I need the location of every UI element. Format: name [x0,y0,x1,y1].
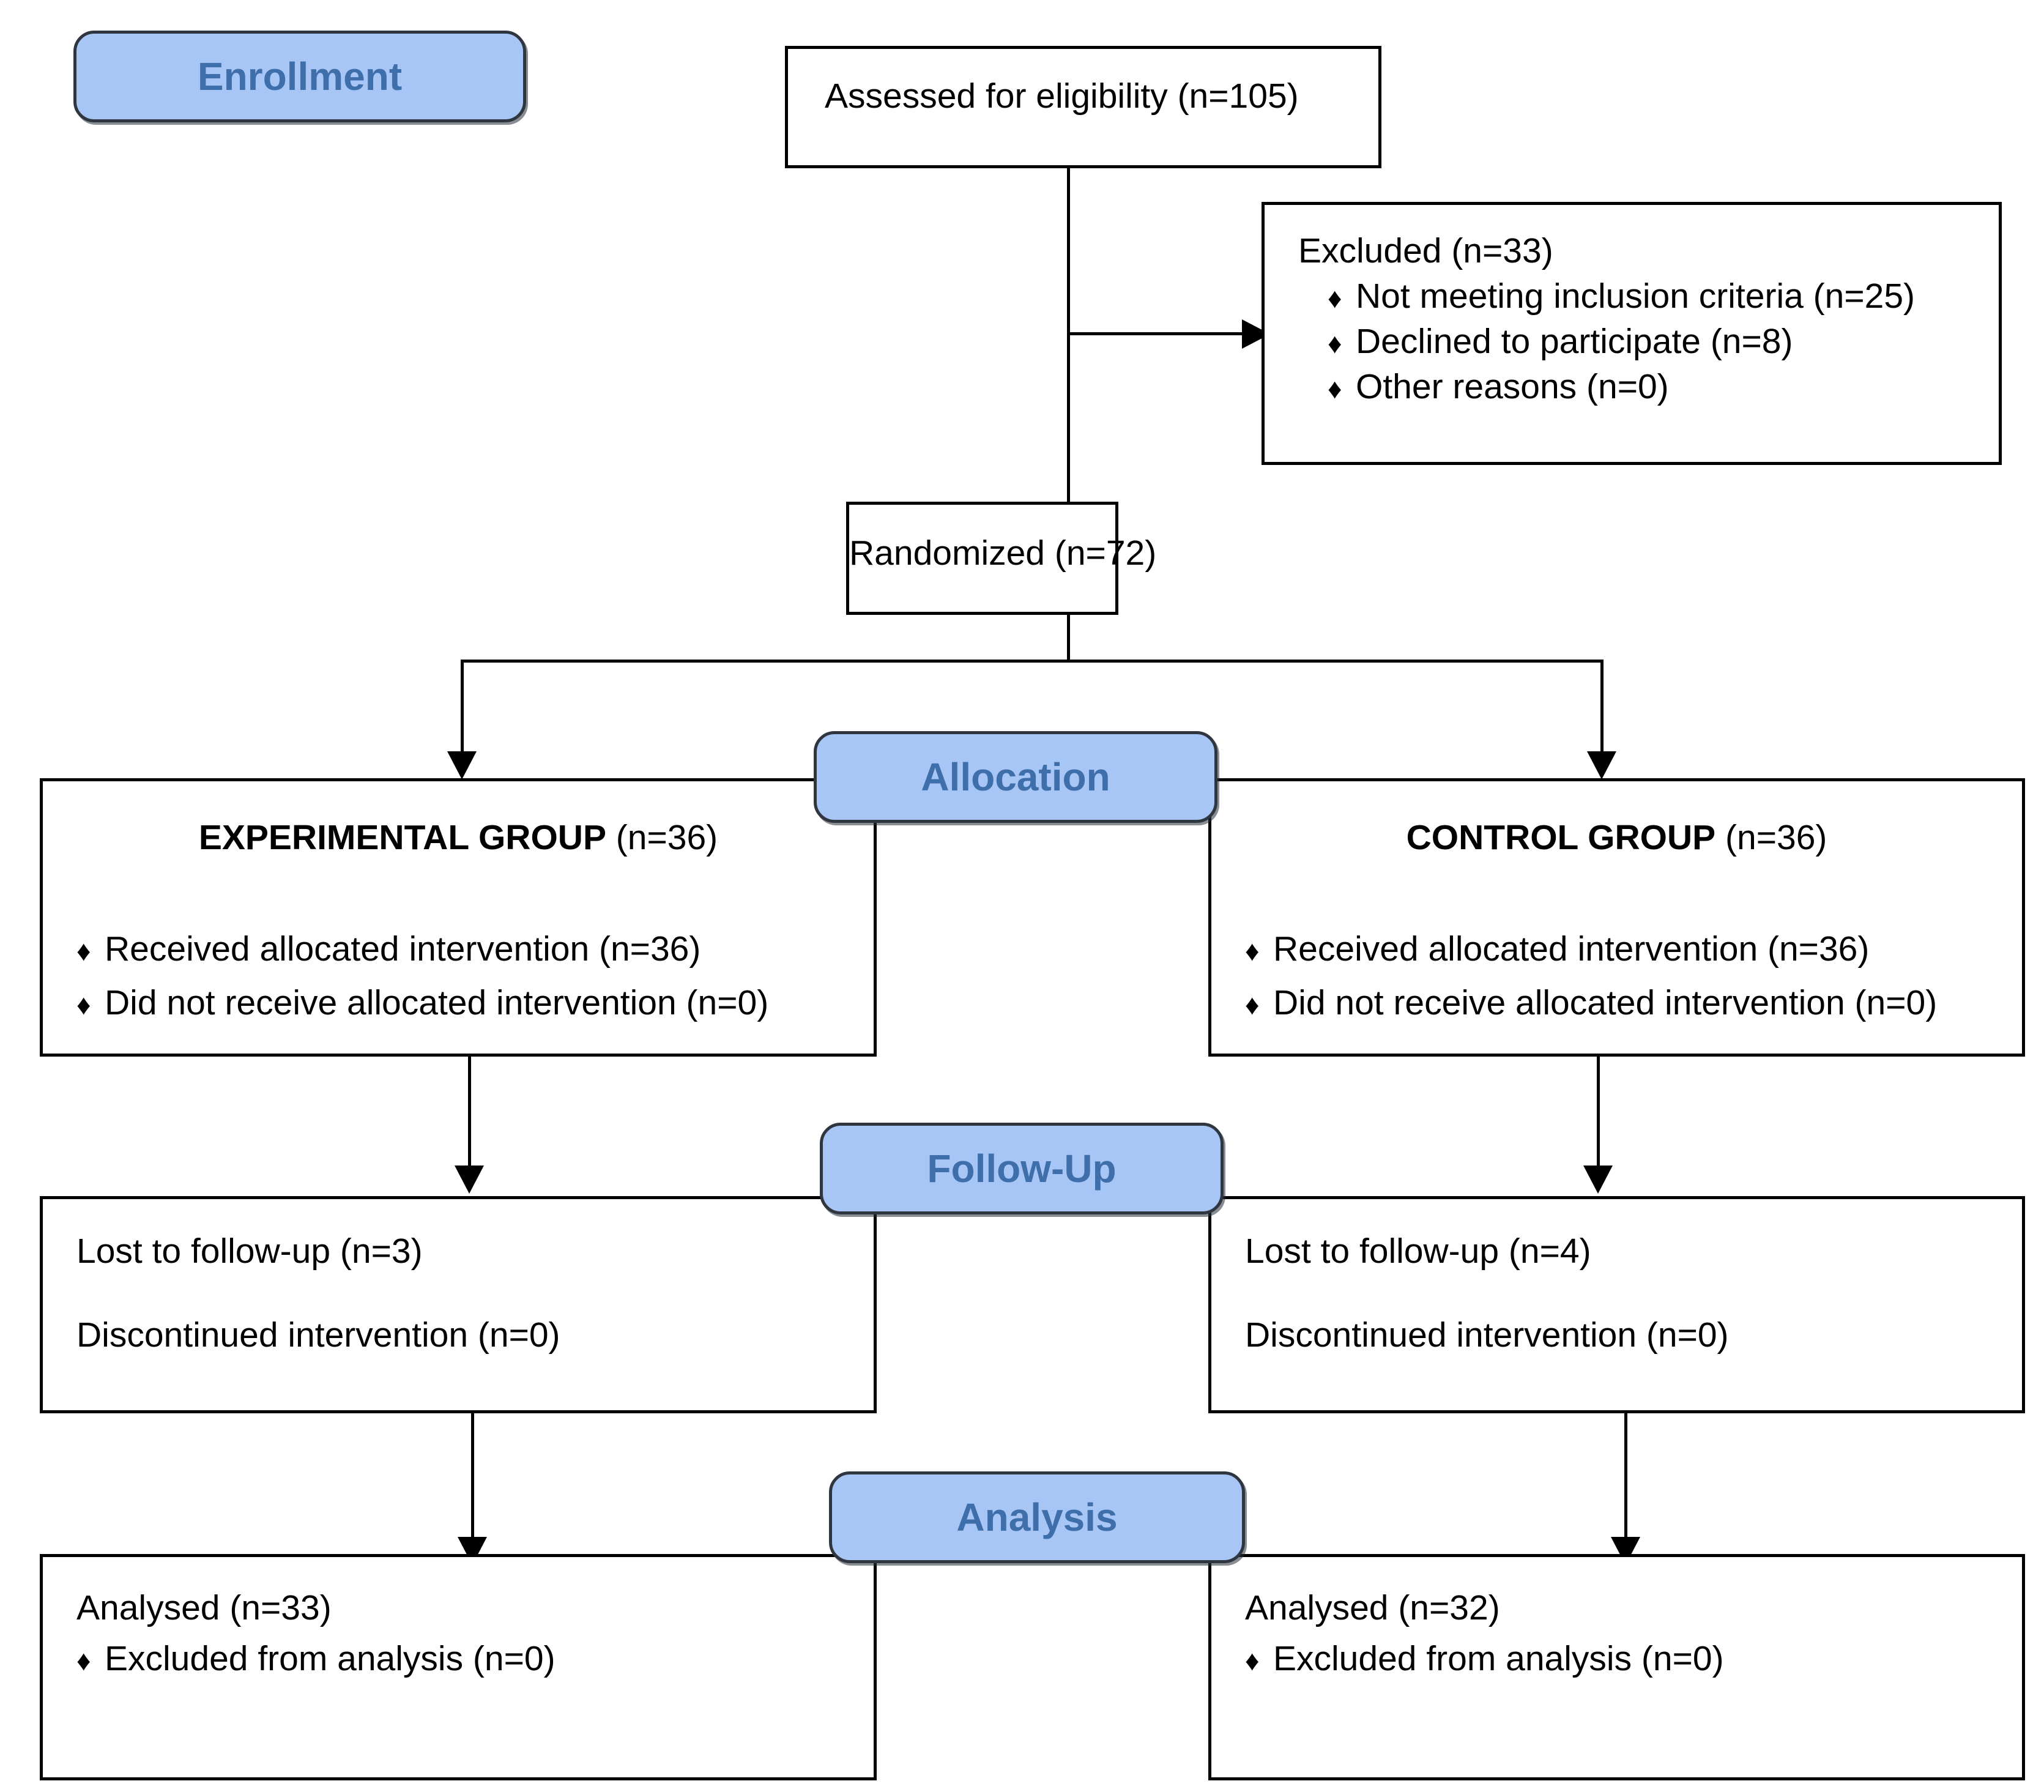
connector-randomized-down [1067,615,1070,663]
diamond-bullet-icon: ♦ [76,935,91,967]
control-group-item-text: Did not receive allocated intervention (… [1273,983,1938,1023]
excluded-reason-item: ♦ Not meeting inclusion criteria (n=25) [1298,273,1915,319]
connector-allocation-split-bar [461,660,1604,663]
connector-experimental-to-followup [468,1057,471,1173]
experimental-group-item: ♦ Received allocated intervention (n=36) [76,922,768,976]
connector-split-left-down [461,660,464,762]
followup-experimental-discontinued: Discontinued intervention (n=0) [76,1315,560,1355]
followup-control-lost: Lost to follow-up (n=4) [1245,1232,1591,1271]
experimental-group-title-count: (n=36) [606,818,718,857]
stage-badge-allocation: Allocation [814,731,1217,823]
stage-badge-enrollment: Enrollment [73,31,526,122]
diamond-bullet-icon: ♦ [1328,373,1342,405]
diamond-bullet-icon: ♦ [1328,282,1342,314]
stage-badge-followup: Follow-Up [820,1123,1224,1214]
connector-assessed-to-excluded [1067,332,1255,335]
experimental-group-item-text: Did not receive allocated intervention (… [105,983,769,1023]
arrow-to-followup-control [1583,1166,1613,1194]
analysis-experimental-analysed: Analysed (n=33) [76,1588,332,1627]
connector-followup-to-analysis-experimental [471,1413,474,1545]
control-group-item: ♦ Received allocated intervention (n=36) [1245,922,1937,976]
analysis-control-excluded-text: Excluded from analysis (n=0) [1273,1638,1724,1678]
followup-experimental-box: Lost to follow-up (n=3) Discontinued int… [40,1196,877,1413]
followup-control-box: Lost to follow-up (n=4) Discontinued int… [1208,1196,2025,1413]
control-group-items: ♦Received allocated intervention (n=36) … [1245,922,1937,1030]
control-group-title-count: (n=36) [1715,818,1827,857]
analysis-experimental-box: Analysed (n=33) ♦ Excluded from analysis … [40,1554,877,1780]
stage-label-allocation: Allocation [921,755,1110,799]
analysis-control-box: Analysed (n=32) ♦ Excluded from analysis … [1208,1554,2025,1780]
analysis-experimental-content: Analysed (n=33) ♦ Excluded from analysis … [76,1583,556,1684]
connector-split-right-down [1600,660,1604,762]
assessed-for-eligibility-text: Assessed for eligibility (n=105) [825,76,1299,116]
experimental-group-items: ♦Received allocated intervention (n=36) … [76,922,768,1030]
experimental-group-title: EXPERIMENTAL GROUP (n=36) [43,815,874,860]
excluded-reason-text: Not meeting inclusion criteria (n=25) [1356,277,1916,316]
diamond-bullet-icon: ♦ [1245,935,1260,967]
analysis-control-excluded: ♦ Excluded from analysis (n=0) [1245,1634,1724,1684]
followup-control-discontinued: Discontinued intervention (n=0) [1245,1315,1729,1355]
diamond-bullet-icon: ♦ [1328,327,1342,360]
connector-followup-to-analysis-control [1624,1413,1627,1545]
experimental-group-item-text: Received allocated intervention (n=36) [105,929,701,968]
control-group-title: CONTROL GROUP (n=36) [1211,815,2022,860]
stage-label-analysis: Analysis [956,1495,1118,1539]
excluded-reason-item: ♦ Other reasons (n=0) [1298,364,1915,409]
analysis-experimental-excluded: ♦ Excluded from analysis (n=0) [76,1634,556,1684]
randomized-text: Randomized (n=72) [849,534,1157,573]
control-group-box: CONTROL GROUP (n=36) ♦ Received allocated… [1208,778,2025,1057]
connector-control-to-followup [1597,1057,1600,1173]
excluded-reason-text: Declined to participate (n=8) [1356,322,1793,362]
randomized-box: Randomized (n=72) [846,502,1157,615]
diamond-bullet-icon: ♦ [76,1644,91,1676]
experimental-group-item: ♦ Did not receive allocated intervention … [76,976,768,1030]
excluded-reason-item: ♦ Declined to participate (n=8) [1298,319,1915,364]
arrow-to-control-group [1587,751,1616,779]
control-group-item: ♦ Did not receive allocated intervention … [1245,976,1937,1030]
stage-label-enrollment: Enrollment [197,54,403,99]
analysis-control-content: Analysed (n=32) ♦ Excluded from analysis … [1245,1583,1724,1684]
diamond-bullet-icon: ♦ [76,989,91,1021]
stage-badge-analysis: Analysis [829,1471,1245,1563]
excluded-reason-text: Other reasons (n=0) [1356,367,1669,407]
followup-experimental-lost: Lost to follow-up (n=3) [76,1232,423,1271]
arrow-to-experimental-group [447,751,477,779]
excluded-content: Excluded (n=33) ♦ Not meeting inclusion c… [1298,228,1915,409]
diamond-bullet-icon: ♦ [1245,989,1260,1021]
control-group-item-text: Received allocated intervention (n=36) [1273,929,1870,968]
experimental-group-title-bold: EXPERIMENTAL GROUP [198,818,606,857]
stage-label-followup: Follow-Up [927,1147,1117,1191]
assessed-for-eligibility-box: Assessed for eligibility (n=105) [785,46,1381,168]
analysis-control-analysed: Analysed (n=32) [1245,1588,1500,1627]
experimental-group-box: EXPERIMENTAL GROUP (n=36) ♦ Received allo… [40,778,877,1057]
analysis-experimental-excluded-text: Excluded from analysis (n=0) [105,1638,556,1678]
excluded-heading: Excluded (n=33) [1298,231,1553,270]
arrow-to-followup-experimental [455,1166,484,1194]
control-group-title-bold: CONTROL GROUP [1406,818,1716,857]
diamond-bullet-icon: ♦ [1245,1644,1260,1676]
excluded-box: Excluded (n=33) ♦ Not meeting inclusion c… [1262,202,2002,465]
